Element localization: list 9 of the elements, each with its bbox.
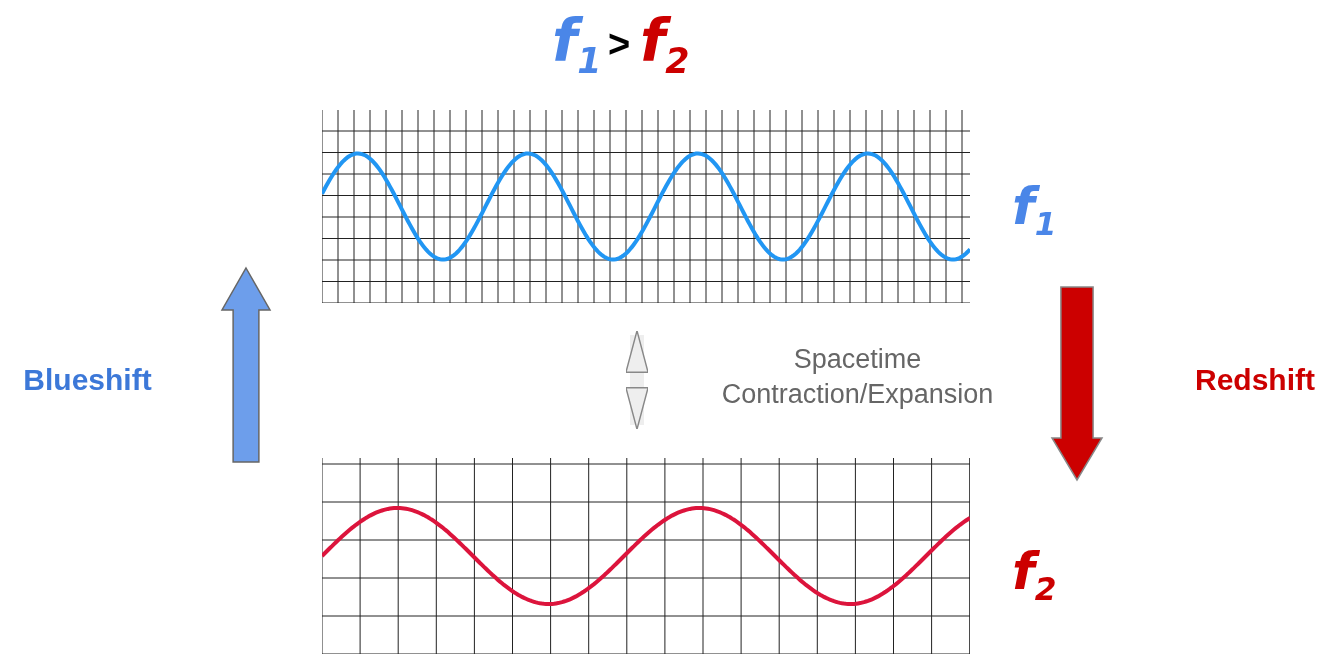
label: Redshift [1194,362,1316,398]
frequency-symbol: f$_{2}$ [640,12,690,79]
comparison-sign: > [606,22,632,67]
double-arrow [625,332,649,428]
label: Blueshift [22,362,153,398]
frequency-symbol: f$_{1}$ [1012,180,1057,241]
frequency-symbol: f$_{1}$ [552,12,602,79]
label: Spacetime Contraction/Expansion [720,343,995,412]
frequency-symbol: f$_{2}$ [1012,545,1057,606]
